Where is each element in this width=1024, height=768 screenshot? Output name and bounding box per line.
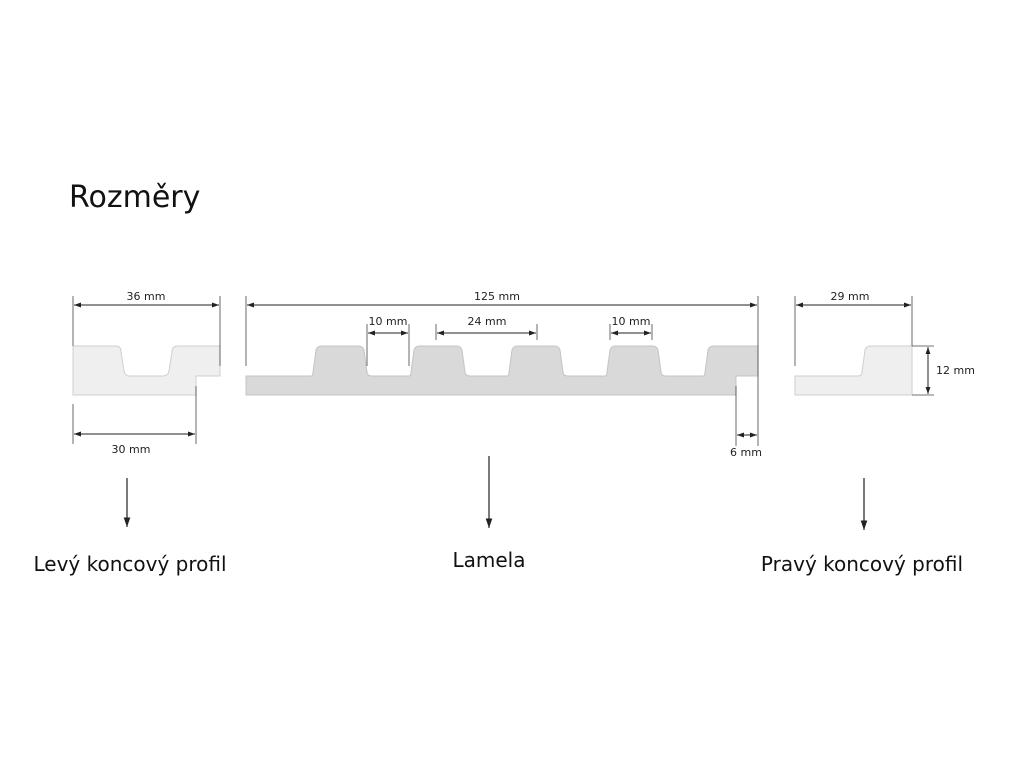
left-end-profile: 36 mm 30 mm Levý koncový profil [33, 290, 226, 576]
left-profile-shape [72, 345, 221, 396]
left-top-dim-label: 36 mm [127, 290, 166, 303]
right-profile-shape [794, 345, 913, 396]
right-height-dim-label: 12 mm [936, 364, 975, 377]
lamela-rib-dim-label: 24 mm [468, 315, 507, 328]
lamela-label: Lamela [453, 548, 526, 572]
right-end-profile: 29 mm 12 mm Pravý koncový profil [761, 290, 975, 576]
lamela-shape [245, 345, 759, 396]
lamela-gap-a-dim-label: 10 mm [369, 315, 408, 328]
right-top-dim-label: 29 mm [831, 290, 870, 303]
left-bottom-dim-label: 30 mm [112, 443, 151, 456]
page-title: Rozměry [69, 180, 201, 215]
lamela-gap-b-dim-label: 10 mm [612, 315, 651, 328]
left-profile-label: Levý koncový profil [33, 552, 226, 576]
lamela-offset-dim-label: 6 mm [730, 446, 762, 459]
lamela-total-dim-label: 125 mm [474, 290, 520, 303]
right-profile-label: Pravý koncový profil [761, 552, 963, 576]
lamela-profile: 125 mm 10 mm 24 mm 10 mm 6 mm Lamela [245, 290, 762, 572]
